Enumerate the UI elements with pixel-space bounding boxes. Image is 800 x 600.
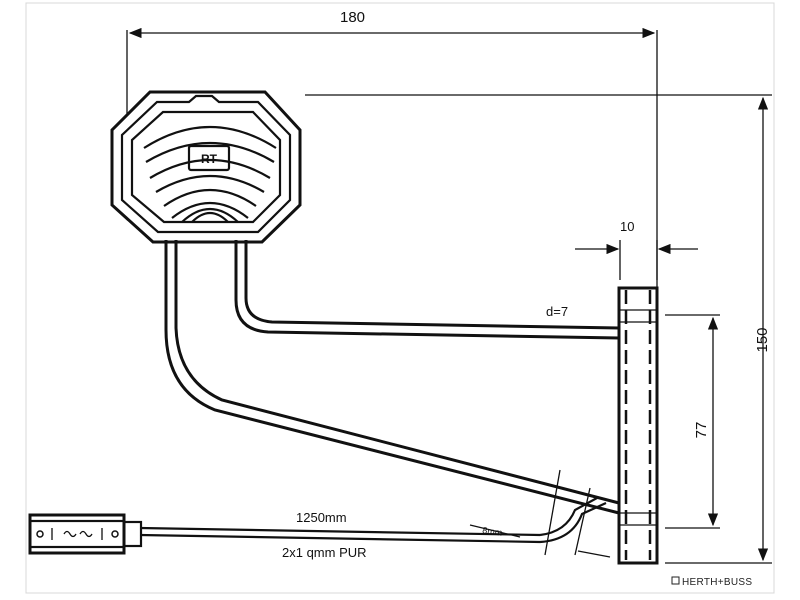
cable-spec-label: 2x1 qmm PUR xyxy=(282,545,367,560)
dimension-180: 180 xyxy=(126,9,658,290)
cable xyxy=(139,469,611,558)
dimension-77-label: 77 xyxy=(693,422,710,439)
cable-connector xyxy=(28,513,143,555)
cable-small-mark: 8mm xyxy=(482,525,503,538)
cable-length-label: 1250mm xyxy=(296,510,347,525)
hole-diameter-label: d=7 xyxy=(546,304,568,319)
mounting-plate xyxy=(617,286,659,565)
dimension-180-label: 180 xyxy=(340,9,365,26)
dimension-150: 150 xyxy=(305,94,772,564)
dimension-77: 77 xyxy=(665,314,720,529)
drawing-frame xyxy=(25,2,775,594)
lamp-head: RT xyxy=(110,90,302,244)
upper-arm xyxy=(234,240,620,340)
dimension-150-label: 150 xyxy=(754,327,771,352)
dimension-10-label: 10 xyxy=(620,219,634,234)
brand-watermark: HERTH+BUSS xyxy=(671,576,752,588)
brand-watermark-text: HERTH+BUSS xyxy=(682,577,752,588)
dimension-10: 10 xyxy=(575,219,698,280)
lower-arm xyxy=(164,240,620,515)
lamp-rt-label: RT xyxy=(201,152,218,166)
